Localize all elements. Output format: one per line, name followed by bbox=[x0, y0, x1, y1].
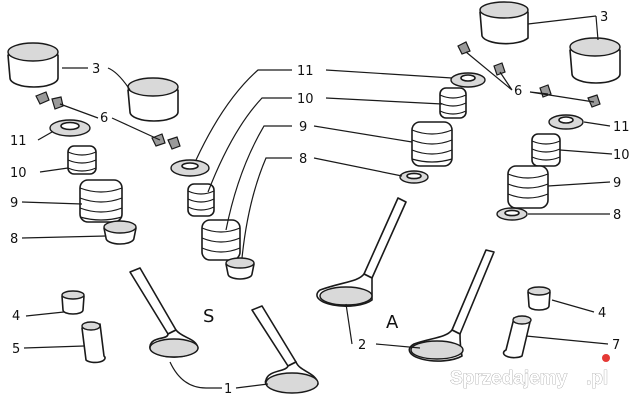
spring-cap-left bbox=[49, 119, 91, 137]
callout-7: 7 bbox=[612, 338, 620, 353]
leader-7 bbox=[525, 335, 609, 345]
leader-11-left bbox=[37, 131, 53, 141]
leader-5 bbox=[23, 345, 85, 349]
leader-10-left bbox=[39, 167, 69, 173]
collet-right-d bbox=[587, 94, 601, 108]
watermark: Sprzedajemy .pl bbox=[450, 354, 610, 389]
leader-9-center bbox=[225, 125, 413, 231]
inner-spring-left bbox=[67, 145, 97, 175]
callout-3-right: 3 bbox=[600, 10, 608, 25]
callout-1: 1 bbox=[224, 382, 232, 397]
callout-11-left: 11 bbox=[10, 134, 27, 149]
callout-10-center: 10 bbox=[297, 92, 314, 107]
collet-left-c bbox=[151, 133, 166, 147]
spring-seat-right bbox=[496, 207, 528, 221]
leader-3-right bbox=[527, 15, 599, 41]
exhaust-valve-b bbox=[408, 249, 495, 362]
spring-seat-right-upper bbox=[399, 170, 429, 184]
spring-cap-center bbox=[170, 159, 210, 177]
leader-1 bbox=[169, 361, 269, 389]
callout-4-right: 4 bbox=[598, 306, 606, 321]
watermark-dot-icon bbox=[602, 354, 610, 362]
valve-guide-right bbox=[502, 315, 532, 359]
leader-11-right bbox=[583, 121, 611, 127]
marker-exhaust-a: A bbox=[386, 312, 399, 333]
tappet-left-lower bbox=[127, 77, 179, 122]
leader-11-center bbox=[195, 69, 453, 161]
leader-9-left bbox=[21, 201, 83, 205]
leader-6-left bbox=[59, 103, 161, 141]
callout-3-left: 3 bbox=[92, 62, 100, 77]
intake-valve-b bbox=[251, 305, 319, 394]
spring-seat-center bbox=[225, 257, 255, 280]
leader-9-right bbox=[547, 181, 611, 187]
watermark-tld: .pl bbox=[586, 368, 608, 389]
outer-spring-left bbox=[79, 179, 123, 223]
watermark-brand: Sprzedajemy bbox=[450, 368, 568, 389]
tappet-left-upper bbox=[7, 42, 59, 88]
callout-8-right: 8 bbox=[613, 208, 621, 223]
callout-10-right: 10 bbox=[613, 148, 630, 163]
callout-8-center: 8 bbox=[299, 152, 307, 167]
outer-spring-right-upper bbox=[411, 121, 453, 167]
callout-6-right: 6 bbox=[514, 84, 522, 99]
callout-10-left: 10 bbox=[10, 166, 27, 181]
leader-8-center bbox=[241, 157, 403, 259]
marker-intake-s: S bbox=[203, 306, 214, 327]
inner-spring-center bbox=[187, 183, 215, 217]
callout-4-left: 4 bbox=[12, 309, 20, 324]
tappet-right-lower bbox=[569, 37, 621, 84]
outer-spring-right bbox=[507, 165, 549, 209]
leader-4-left bbox=[25, 311, 65, 317]
callout-9-center: 9 bbox=[299, 120, 307, 135]
collet-left-d bbox=[167, 136, 181, 150]
callout-8-left: 8 bbox=[10, 232, 18, 247]
valve-seal-right bbox=[527, 286, 551, 311]
outer-spring-center bbox=[201, 219, 241, 261]
callout-2: 2 bbox=[358, 338, 366, 353]
collet-left-b bbox=[51, 96, 64, 110]
valve-seal-left bbox=[61, 290, 85, 315]
intake-valve-a bbox=[129, 267, 199, 358]
callout-6-left: 6 bbox=[100, 111, 108, 126]
valve-guide-left bbox=[81, 321, 106, 364]
tappet-right-upper bbox=[479, 1, 529, 45]
leader-4-right bbox=[551, 299, 595, 313]
spring-seat-left bbox=[103, 220, 137, 245]
inner-spring-right-upper bbox=[439, 87, 467, 119]
leader-10-center bbox=[207, 97, 443, 193]
leader-2 bbox=[345, 303, 421, 349]
callout-5: 5 bbox=[12, 342, 20, 357]
leader-3-left bbox=[62, 67, 131, 91]
leader-8-left bbox=[21, 235, 107, 239]
leader-6-right bbox=[465, 51, 595, 103]
callout-11-right: 11 bbox=[613, 120, 630, 135]
spring-cap-right-upper bbox=[450, 72, 486, 88]
inner-spring-right bbox=[531, 133, 561, 167]
leader-10-right bbox=[559, 149, 613, 155]
collet-right-a bbox=[457, 41, 471, 55]
exhaust-valve-a bbox=[316, 197, 407, 307]
callout-11-center: 11 bbox=[297, 64, 314, 79]
callout-9-left: 9 bbox=[10, 196, 18, 211]
callout-9-right: 9 bbox=[613, 176, 621, 191]
collet-left-a bbox=[35, 91, 50, 105]
spring-cap-right bbox=[548, 114, 584, 130]
collet-right-b bbox=[493, 62, 506, 76]
